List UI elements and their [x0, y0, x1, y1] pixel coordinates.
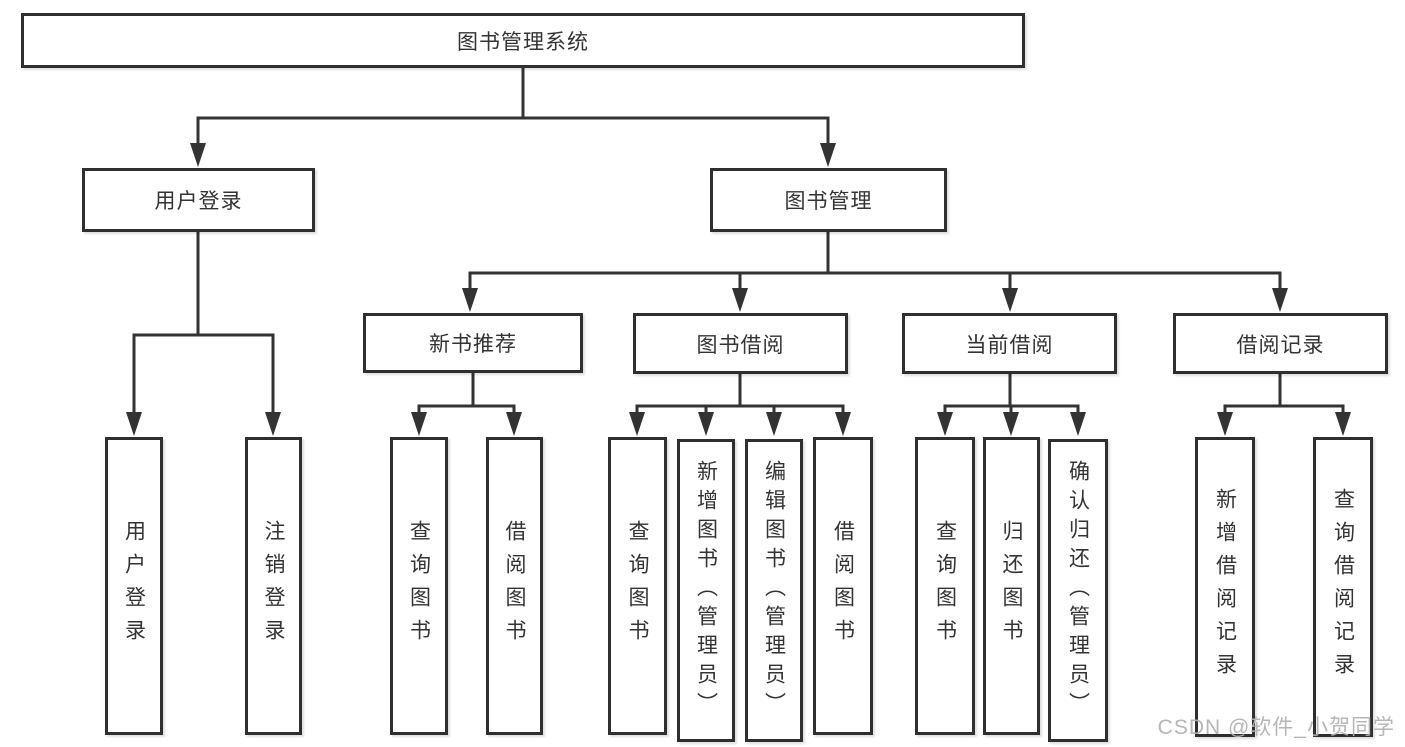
node-root-label: 图书管理系统	[457, 30, 589, 54]
leaf-records-query-record: 查询借阅记录	[1313, 437, 1373, 737]
node-user-login: 用户登录	[82, 168, 315, 232]
leaf-recommend-borrow-books: 借阅图书	[486, 437, 543, 735]
leaf-logout: 注销登录	[245, 437, 302, 735]
leaf-borrow-borrow-books-label: 借阅图书	[831, 520, 855, 652]
node-current-borrow-label: 当前借阅	[965, 333, 1054, 357]
leaf-records-add-record: 新增借阅记录	[1195, 437, 1255, 737]
leaf-user-login-label: 用户登录	[122, 520, 146, 652]
node-borrow-records-label: 借阅记录	[1236, 333, 1325, 357]
arrowhead-icon	[835, 412, 851, 436]
leaf-records-add-record-label: 新增借阅记录	[1213, 488, 1237, 686]
leaf-current-confirm-return-admin-label: 确认归还（管理员）	[1066, 460, 1090, 721]
arrowhead-icon	[126, 412, 142, 436]
leaf-borrow-query-books: 查询图书	[608, 437, 667, 735]
leaf-borrow-query-books-label: 查询图书	[626, 520, 649, 652]
arrowhead-icon	[732, 288, 748, 312]
leaf-borrow-add-books-admin: 新增图书（管理员）	[677, 439, 735, 742]
connector-user-login-branch	[132, 230, 275, 416]
node-user-login-label: 用户登录	[154, 190, 243, 213]
node-book-borrow-label: 图书借阅	[696, 333, 785, 357]
leaf-borrow-edit-books-admin: 编辑图书（管理员）	[745, 439, 803, 742]
leaf-current-confirm-return-admin: 确认归还（管理员）	[1048, 439, 1108, 742]
arrowhead-icon	[462, 288, 478, 312]
arrowhead-icon	[1272, 288, 1288, 312]
connector-borrow-records-branch	[1223, 372, 1345, 416]
node-book-management-label: 图书管理	[784, 190, 873, 213]
connector-new-book-branch	[417, 371, 516, 416]
connector-book-management-branch	[468, 230, 1282, 292]
leaf-user-login: 用户登录	[105, 437, 163, 735]
arrowhead-icon	[937, 412, 953, 436]
leaf-records-query-record-label: 查询借阅记录	[1331, 488, 1355, 686]
node-book-management: 图书管理	[710, 168, 947, 232]
arrowhead-icon	[265, 412, 281, 436]
arrowhead-icon	[629, 412, 645, 436]
leaf-borrow-add-books-admin-label: 新增图书（管理员）	[694, 460, 718, 721]
arrowhead-icon	[190, 143, 206, 167]
arrowhead-icon	[820, 143, 836, 167]
node-book-borrow: 图书借阅	[633, 313, 848, 374]
arrowhead-icon	[1070, 412, 1086, 436]
connector-book-borrow-branch	[635, 372, 845, 416]
arrowhead-icon	[506, 412, 522, 436]
arrowhead-icon	[1003, 412, 1019, 436]
arrowhead-icon	[1217, 412, 1233, 436]
node-new-book-recommend: 新书推荐	[363, 313, 583, 373]
leaf-recommend-query-books: 查询图书	[390, 437, 448, 735]
arrowhead-icon	[766, 412, 782, 436]
leaf-recommend-query-books-label: 查询图书	[407, 520, 431, 652]
leaf-logout-label: 注销登录	[262, 520, 285, 652]
leaf-current-query-books-label: 查询图书	[933, 520, 957, 652]
arrowhead-icon	[411, 412, 427, 436]
node-borrow-records: 借阅记录	[1173, 313, 1388, 374]
csdn-watermark: CSDN @软件_小贺同学	[1157, 716, 1395, 739]
leaf-current-query-books: 查询图书	[915, 437, 975, 735]
node-new-book-recommend-label: 新书推荐	[429, 333, 517, 356]
node-root: 图书管理系统	[21, 13, 1025, 68]
leaf-borrow-borrow-books: 借阅图书	[813, 437, 873, 735]
arrowhead-icon	[698, 412, 714, 436]
connector-current-borrow-branch	[943, 372, 1080, 416]
leaf-borrow-edit-books-admin-label: 编辑图书（管理员）	[762, 460, 786, 721]
connector-root-to-level2	[196, 66, 830, 147]
arrowhead-icon	[1002, 288, 1018, 312]
arrowhead-icon	[1335, 412, 1351, 436]
node-current-borrow: 当前借阅	[902, 313, 1117, 374]
leaf-recommend-borrow-books-label: 借阅图书	[503, 520, 526, 652]
leaf-current-return-books-label: 归还图书	[1000, 520, 1023, 652]
leaf-current-return-books: 归还图书	[983, 437, 1040, 735]
